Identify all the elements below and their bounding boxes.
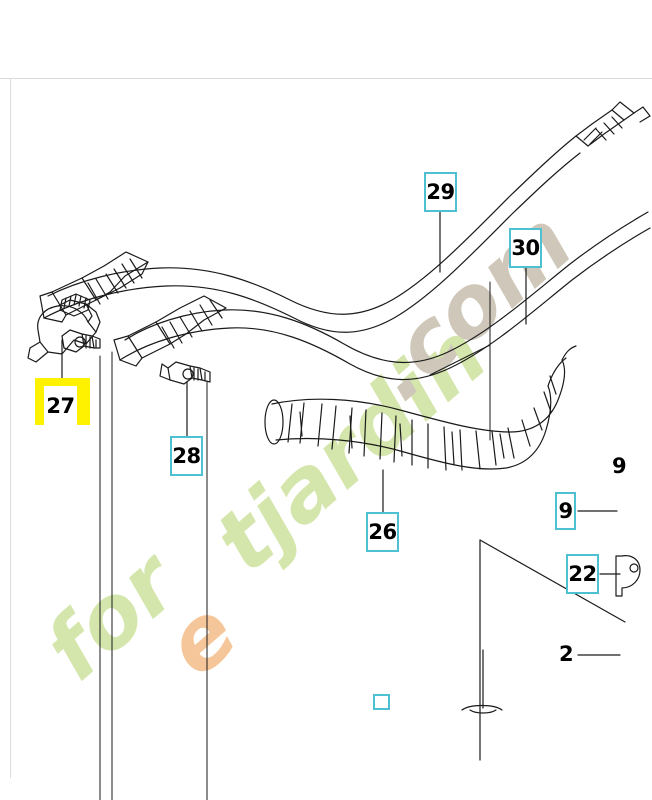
corrugated-sleeve-26 (264, 345, 577, 471)
callout-22[interactable]: 22 (566, 554, 599, 594)
frame-outline (479, 539, 626, 761)
hose-vertical-leader (429, 281, 491, 441)
callout-30[interactable]: 30 (509, 228, 542, 268)
callout-bottom-clipped (373, 694, 390, 710)
retaining-clip-22 (615, 555, 641, 597)
callout-28[interactable]: 28 (170, 436, 203, 476)
threaded-nipple-28 (159, 361, 211, 385)
callout-29[interactable]: 29 (424, 172, 457, 212)
callout-26[interactable]: 26 (366, 512, 399, 552)
elbow-fitting-27 (27, 293, 101, 363)
page-rule-left (10, 78, 11, 778)
left-vertical-leaders (99, 351, 113, 800)
callout-9[interactable]: 9 (555, 492, 576, 530)
bottom-center-part (461, 649, 503, 714)
hose-upper-29 (39, 101, 651, 333)
page-rule-top (0, 78, 652, 79)
hose-lower-30 (113, 211, 651, 381)
callout-9-clipped: 9 (611, 453, 627, 478)
callout-27[interactable]: 27 (44, 386, 77, 426)
callout-2: 2 (558, 641, 574, 666)
callout-leaders (61, 211, 621, 656)
